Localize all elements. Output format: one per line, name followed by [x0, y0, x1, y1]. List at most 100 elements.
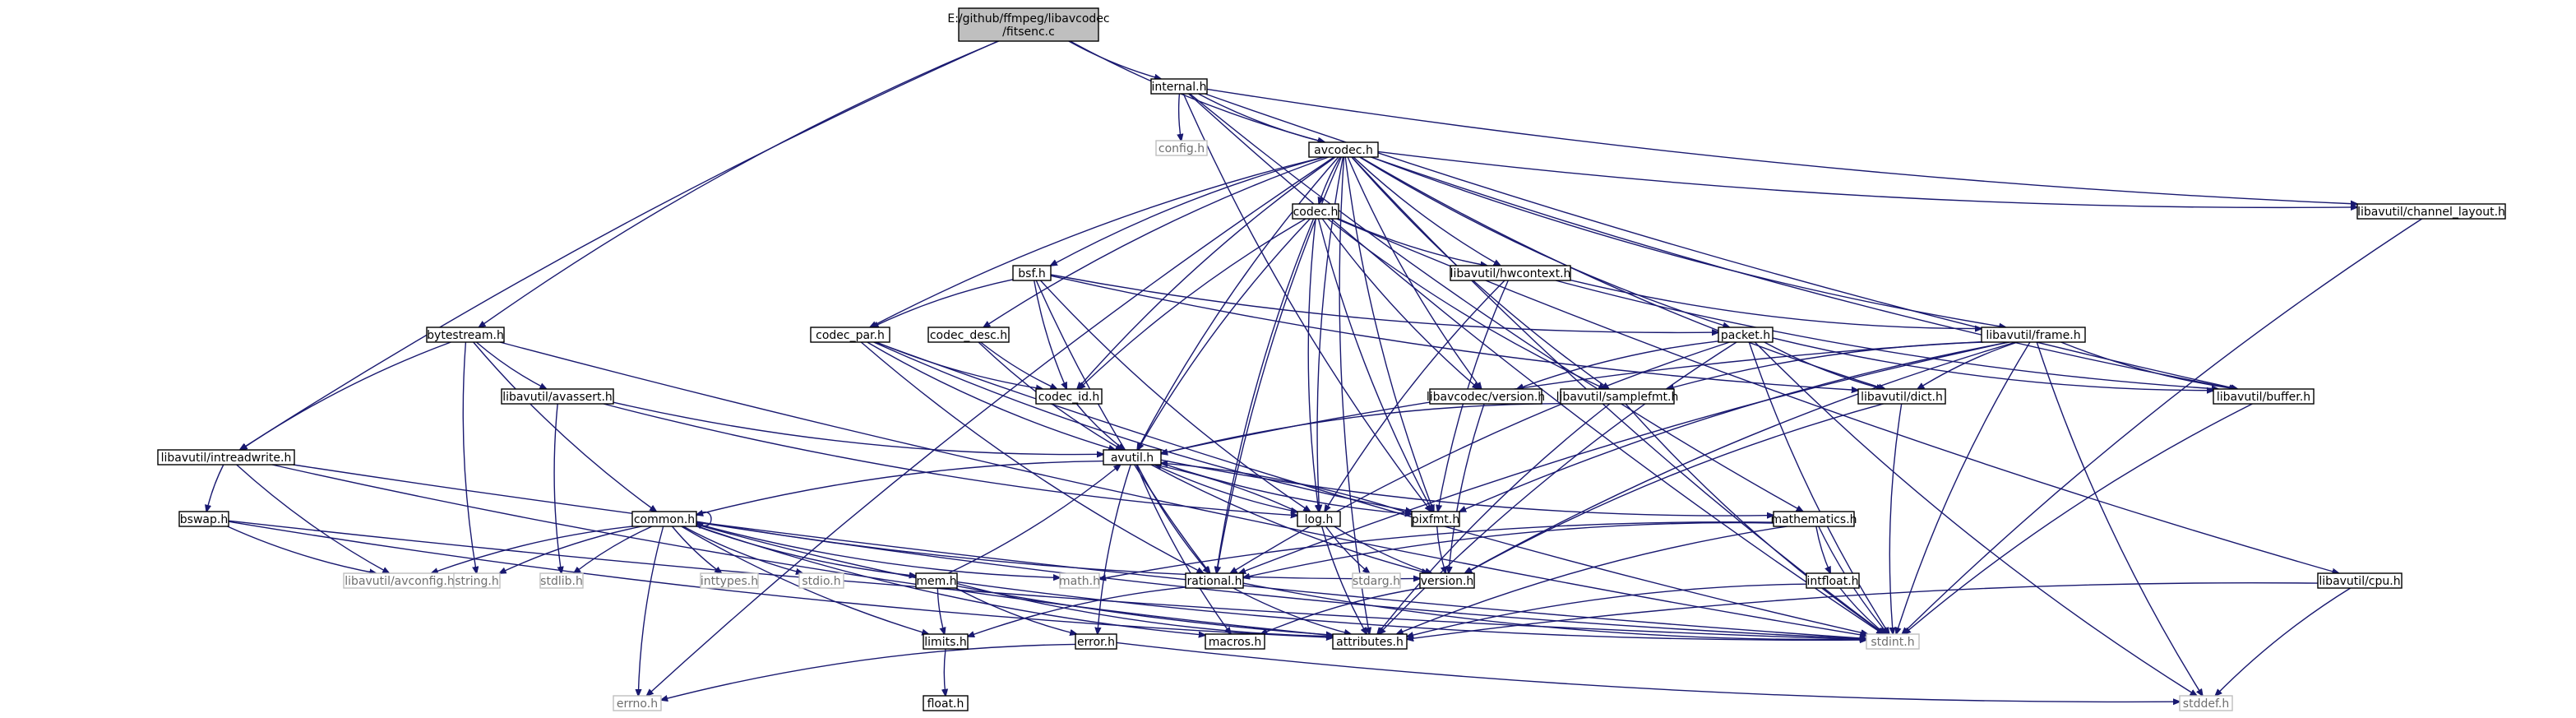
node-label-macros: macros.h	[1209, 636, 1262, 649]
edge-internal-to-chlayout	[1206, 88, 2357, 204]
node-label-limits: limits.h	[924, 636, 966, 649]
node-box-pixfmt	[1411, 511, 1460, 527]
edge-avcodec-to-errno	[647, 156, 1334, 696]
node-box-intfloat	[1806, 572, 1860, 589]
node-label-bswap: bswap.h	[180, 513, 228, 526]
edge-mem-to-error	[955, 587, 1077, 634]
node-codec[interactable]: codec.h	[1292, 203, 1339, 220]
node-intreadwrite[interactable]: libavutil/intreadwrite.h	[157, 449, 295, 466]
node-box-mem	[915, 572, 958, 589]
node-inttypes: inttypes.h	[700, 572, 759, 589]
node-label-float: float.h	[927, 697, 964, 711]
node-errno: errno.h	[613, 695, 662, 711]
edge-fitsenc-to-internal	[1068, 40, 1161, 79]
node-attributes[interactable]: attributes.h	[1332, 633, 1408, 650]
node-stdarg: stdarg.h	[1352, 572, 1401, 589]
node-codecpar[interactable]: codec_par.h	[810, 327, 890, 343]
node-box-error	[1075, 633, 1117, 650]
node-common[interactable]: common.h	[631, 511, 697, 527]
node-macros[interactable]: macros.h	[1205, 633, 1265, 650]
edge-common-to-errno	[638, 526, 664, 696]
node-label-error: error.h	[1077, 636, 1115, 649]
node-codecid[interactable]: codec_id.h	[1035, 388, 1103, 405]
node-label-samplefmt: libavutil/samplefmt.h	[1556, 391, 1679, 404]
node-cpu[interactable]: libavutil/cpu.h	[2317, 572, 2403, 589]
edge-error-to-errno	[661, 643, 1076, 700]
node-label-intfloat: intfloat.h	[1806, 575, 1858, 588]
node-codecdesc[interactable]: codec_desc.h	[927, 327, 1010, 343]
node-box-avutil	[1103, 449, 1162, 466]
node-mathematics[interactable]: mathematics.h	[1770, 511, 1857, 527]
node-box-codecdesc	[927, 327, 1010, 343]
edge-buffer-to-stdint	[1904, 403, 2253, 634]
edge-mem-to-avutil	[947, 465, 1120, 574]
node-hwctx[interactable]: libavutil/hwcontext.h	[1450, 265, 1571, 281]
node-packet[interactable]: packet.h	[1718, 327, 1774, 343]
node-internal[interactable]: internal.h	[1150, 78, 1208, 95]
edge-avcodec-to-bsf	[1051, 156, 1325, 266]
edge-common-to-version	[696, 521, 1420, 579]
node-box-avcodec	[1308, 141, 1379, 158]
node-frame[interactable]: libavutil/frame.h	[1981, 327, 2086, 343]
node-string: string.h	[453, 572, 501, 589]
edge-dict-to-stdint	[1889, 403, 1903, 634]
node-log[interactable]: log.h	[1297, 511, 1341, 527]
edge-limits-to-float	[944, 648, 946, 696]
edge-common-to-stdint	[696, 521, 1866, 639]
edge-mem-to-stdint	[956, 581, 1866, 641]
node-version[interactable]: version.h	[1419, 572, 1475, 589]
edge-bsf-to-dict	[1050, 275, 1858, 390]
edge-codec-to-log	[1307, 218, 1319, 512]
node-stdio: stdio.h	[798, 572, 844, 589]
node-rational[interactable]: rational.h	[1185, 572, 1244, 589]
edge-log-to-stdarg	[1325, 526, 1369, 573]
edge-intreadwrite-to-attributes	[271, 464, 1333, 636]
node-codecver[interactable]: libavcodec/version.h	[1427, 388, 1545, 405]
node-buffer[interactable]: libavutil/buffer.h	[2213, 388, 2315, 405]
node-bsf[interactable]: bsf.h	[1012, 265, 1052, 281]
node-chlayout[interactable]: libavutil/channel_layout.h	[2356, 203, 2506, 220]
node-mem[interactable]: mem.h	[915, 572, 958, 589]
edge-mathematics-to-mathh	[1099, 521, 1774, 579]
edge-codecpar-to-rational	[860, 341, 1203, 573]
node-error[interactable]: error.h	[1075, 633, 1117, 650]
edge-dict-to-version	[1465, 403, 1884, 573]
node-intfloat[interactable]: intfloat.h	[1806, 572, 1860, 589]
node-label-avconfig: libavutil/avconfig.h	[345, 575, 454, 588]
node-bswap[interactable]: bswap.h	[178, 511, 229, 527]
edge-avcodec-to-avutil	[1137, 156, 1339, 450]
node-label-stdarg: stdarg.h	[1353, 575, 1400, 588]
edge-log-to-avutil	[1154, 465, 1298, 513]
node-box-cpu	[2317, 572, 2403, 589]
node-box-codecid	[1035, 388, 1103, 405]
edge-samplefmt-to-stdint	[1625, 403, 1885, 634]
edge-avcodec-to-buffer	[1371, 156, 2236, 389]
node-samplefmt[interactable]: libavutil/samplefmt.h	[1556, 388, 1679, 405]
node-fitsenc[interactable]: E:/github/ffmpeg/libavcodec/fitsenc.c	[947, 7, 1110, 42]
edge-avutil-to-log	[1154, 464, 1297, 512]
node-avassert[interactable]: libavutil/avassert.h	[501, 388, 614, 405]
edge-fitsenc-to-intreadwrite	[240, 40, 999, 450]
node-pixfmt[interactable]: pixfmt.h	[1411, 511, 1460, 527]
node-mathh: math.h	[1059, 572, 1100, 589]
edge-common-to-mathh	[696, 523, 1060, 578]
node-avutil[interactable]: avutil.h	[1103, 449, 1162, 466]
edge-avassert-to-avutil	[613, 401, 1103, 454]
edge-mathematics-to-rational	[1243, 521, 1774, 578]
edge-frame-to-buffer	[2060, 341, 2236, 389]
node-float[interactable]: float.h	[923, 695, 969, 711]
node-bytestream[interactable]: bytestream.h	[426, 327, 505, 343]
node-stdint: stdint.h	[1866, 633, 1920, 650]
node-dict[interactable]: libavutil/dict.h	[1857, 388, 1946, 405]
node-avcodec[interactable]: avcodec.h	[1308, 141, 1379, 158]
node-label-dict: libavutil/dict.h	[1861, 391, 1943, 404]
node-config: config.h	[1155, 140, 1208, 156]
edge-avutil-to-version	[1150, 464, 1428, 573]
node-layer: E:/github/ffmpeg/libavcodec/fitsenc.c int…	[157, 7, 2506, 711]
edge-rational-to-limits	[968, 586, 1186, 637]
edge-avutil-to-macros	[1135, 464, 1231, 634]
edge-layer	[206, 40, 2423, 702]
node-stdlib: stdlib.h	[539, 572, 584, 589]
node-limits[interactable]: limits.h	[923, 633, 969, 650]
edge-avcodec-to-codec	[1319, 156, 1341, 204]
